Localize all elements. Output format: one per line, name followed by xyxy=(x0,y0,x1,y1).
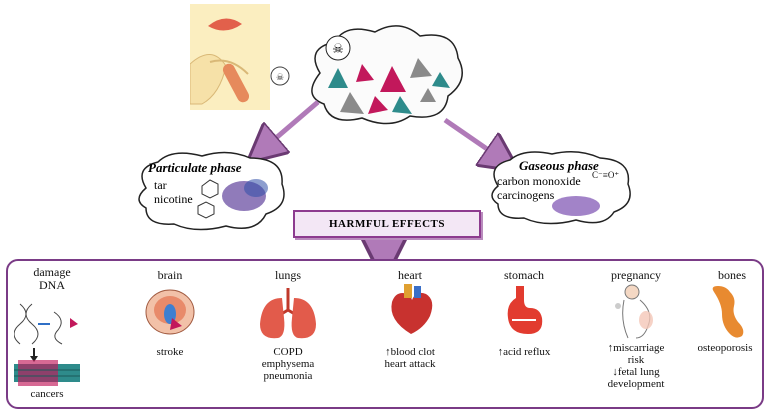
particulate-title: Particulate phase xyxy=(148,160,242,175)
effect-label-stomach: stomach xyxy=(504,268,544,282)
svg-text:☠: ☠ xyxy=(276,72,284,82)
particulate-bubble-shape xyxy=(138,151,285,231)
particulate-item-tar: tar xyxy=(154,178,167,192)
pregnancy-icon xyxy=(615,284,653,339)
particulate-item-nicotine: nicotine xyxy=(154,192,193,206)
effect-caption-brain: stroke xyxy=(156,346,184,358)
harmful-effects-label: HARMFUL EFFECTS xyxy=(293,210,481,238)
gaseous-item-co: carbon monoxide xyxy=(497,174,581,188)
arrows-to-phases xyxy=(0,100,768,260)
co-formula: C⁻≡O⁺ xyxy=(592,170,620,180)
effect-label-bones: bones xyxy=(718,268,746,282)
smoker-illustration: ☠ xyxy=(190,4,290,110)
gaseous-item-carcinogens: carcinogens xyxy=(497,188,555,202)
effect-label-lungs: lungs xyxy=(274,268,301,282)
lungs-icon xyxy=(260,288,316,339)
effects-panel xyxy=(6,259,764,409)
bone-icon xyxy=(712,286,744,338)
effect-caption-lungs: COPD emphysema pneumonia xyxy=(261,346,315,382)
effect-caption-stomach: ↑acid reflux xyxy=(497,346,551,358)
dna-icon xyxy=(14,303,80,386)
effect-label-brain: brain xyxy=(157,268,183,282)
brain-icon xyxy=(145,289,195,335)
effect-caption-bones: osteoporosis xyxy=(697,342,753,354)
gaseous-bubble-shape xyxy=(491,151,631,225)
stomach-icon xyxy=(507,286,543,334)
smoke-cloud: ☠ xyxy=(311,25,463,125)
heart-icon xyxy=(391,284,433,334)
effect-label-heart: heart xyxy=(398,268,422,282)
effect-label-pregnancy: pregnancy xyxy=(611,268,661,282)
gaseous-title: Gaseous phase xyxy=(519,158,599,173)
effect-caption-pregnancy: ↑miscarriage risk ↓fetal lung developmen… xyxy=(607,342,665,390)
effect-caption-heart: ↑blood clot heart attack xyxy=(384,346,436,370)
svg-text:☠: ☠ xyxy=(332,41,344,56)
effect-caption-dna: cancers xyxy=(30,388,64,400)
effect-label-dna: damage DNA xyxy=(33,265,71,292)
